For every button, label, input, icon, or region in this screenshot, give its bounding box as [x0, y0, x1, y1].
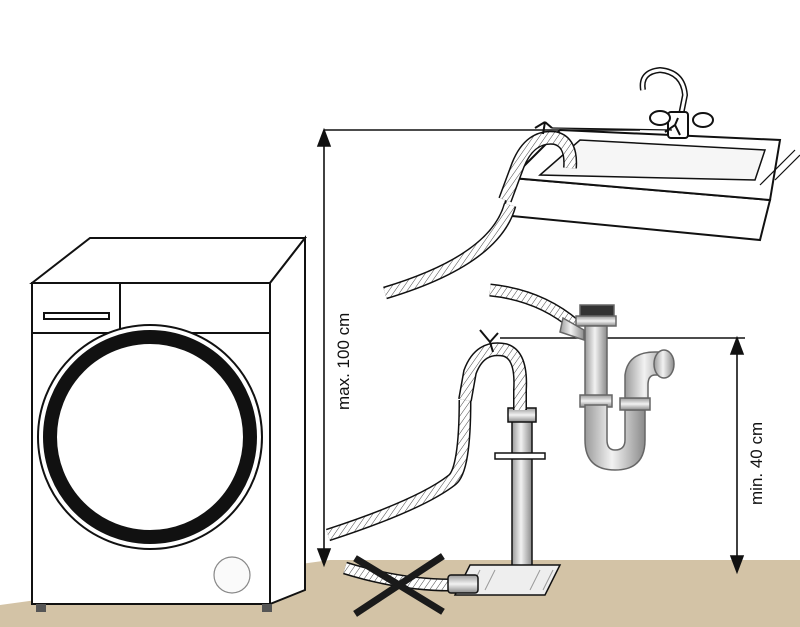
faucet — [639, 66, 714, 139]
standpipe-body — [511, 419, 533, 577]
standpipe-collar — [507, 407, 537, 423]
standpipe-bracket — [494, 452, 546, 460]
machine-side — [269, 235, 306, 606]
faucet-handle-right — [692, 112, 714, 128]
sink-hose-hook — [498, 117, 681, 203]
cable-tie-icon — [479, 329, 499, 353]
drain-hose-to-sink — [383, 202, 517, 300]
machine-top — [29, 237, 308, 284]
siphon-trap — [559, 304, 675, 471]
drain-hose-to-siphon — [489, 283, 580, 331]
trap-inlet-nut — [575, 315, 617, 327]
machine-foot-right — [262, 604, 272, 612]
cable-tie-icon — [534, 121, 553, 135]
max-height-dimension — [316, 127, 640, 568]
min-height-label: min. 40 cm — [747, 422, 766, 505]
trap-side-inlet — [559, 316, 585, 342]
min-height-dimension — [500, 335, 745, 575]
machine-foot-left — [36, 604, 46, 612]
faucet-handle-left — [649, 110, 671, 126]
incorrect-floor-hose — [343, 561, 479, 594]
arrowhead-down-icon — [729, 555, 745, 575]
countertop-line — [774, 154, 800, 181]
trap-top-fitting — [579, 304, 615, 318]
washing-machine — [29, 235, 308, 612]
max-height-label: max. 100 cm — [334, 313, 353, 410]
trap-u-bend — [584, 404, 646, 471]
drain-hose-to-standpipe — [325, 329, 528, 542]
door-outer-ring — [37, 324, 263, 550]
arrowhead-down-icon — [316, 548, 332, 568]
sink-tie-string — [551, 127, 673, 131]
door-gasket — [43, 330, 257, 544]
trap-wall-flange — [653, 349, 675, 379]
floor — [0, 560, 800, 627]
hose-segment-upper — [383, 202, 517, 300]
sink — [500, 128, 800, 242]
arrowhead-up-icon — [316, 127, 332, 147]
faucet-body — [667, 111, 689, 139]
arrowhead-up-icon — [729, 335, 745, 355]
hose-end-fitting — [447, 574, 479, 594]
filter-cover — [213, 556, 251, 594]
standpipe — [453, 407, 562, 596]
countertop-line — [759, 149, 796, 186]
trap-outlet-nut — [619, 397, 651, 411]
x-cross-icon — [353, 553, 445, 617]
detergent-drawer-handle — [43, 312, 110, 320]
trap-vertical-pipe — [584, 325, 608, 402]
